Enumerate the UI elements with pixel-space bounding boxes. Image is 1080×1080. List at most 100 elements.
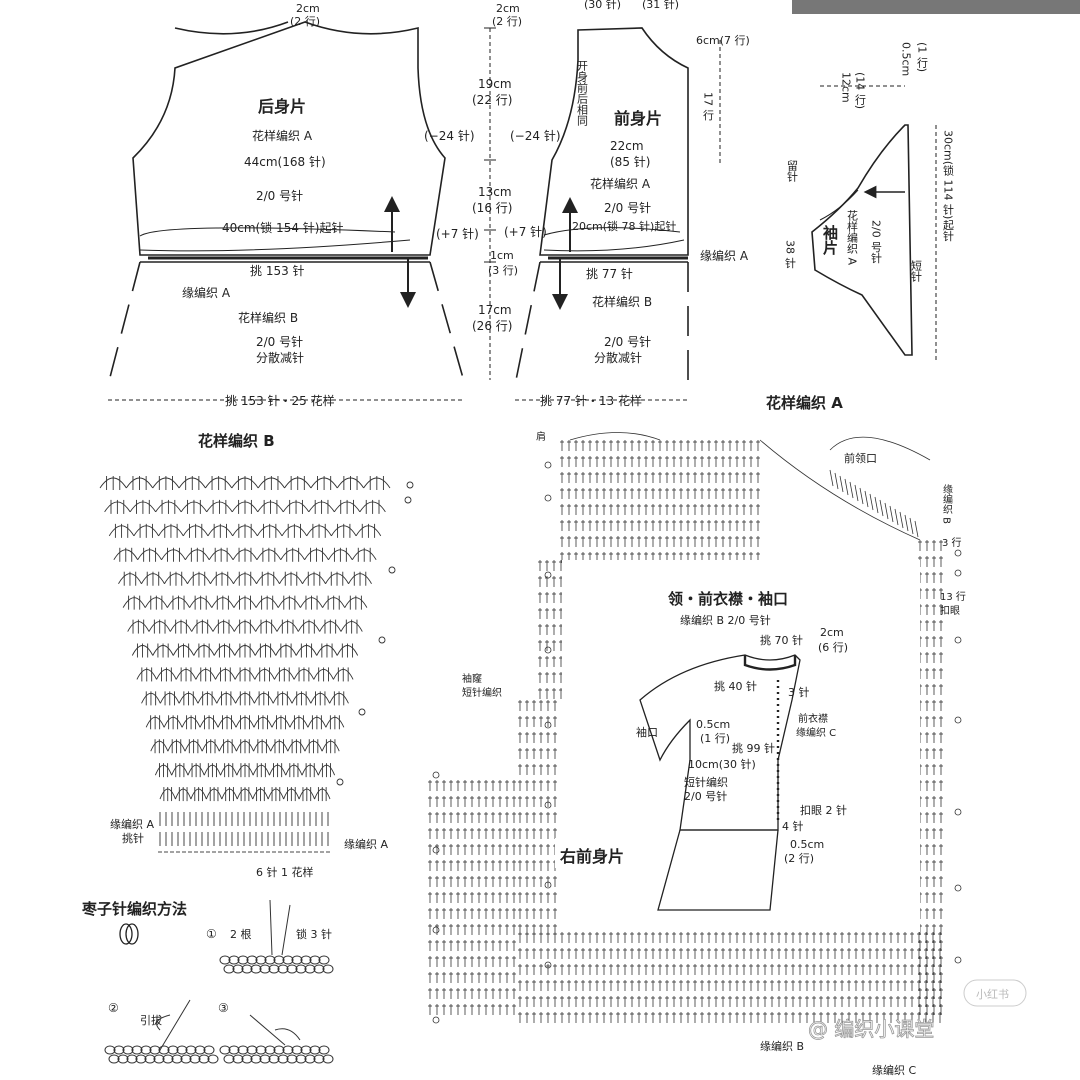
bobble-chain-loop — [113, 1045, 125, 1055]
pattern-a-neck-stitch — [859, 487, 864, 505]
bobble-chain-loop — [153, 1054, 165, 1064]
bobble-chain-loop — [198, 1054, 210, 1064]
inset-st4: 4 针 — [782, 819, 804, 833]
dimension-column — [484, 27, 496, 380]
chart-a-armhole: 袖窿 — [462, 672, 482, 685]
back-inc: (+7 针) — [436, 226, 479, 241]
pattern-a-neck-stitch — [909, 517, 914, 535]
bobble-chain-loop — [176, 1045, 188, 1055]
bobble-chain-loop — [309, 955, 321, 965]
bobble-step3: ③ — [218, 1001, 229, 1015]
sleeve-title: 袖片 — [821, 224, 839, 256]
bobble-chain-loop — [291, 1045, 303, 1055]
bobble-chain-loop — [237, 1045, 249, 1055]
bobble-chain-loop — [322, 964, 334, 974]
bobble-chain-loop — [286, 1054, 298, 1064]
inset-sub: 缘编织 B 2/0 号针 — [680, 613, 771, 627]
sleeve-needle: 2/0 号针 — [870, 220, 883, 264]
pattern-a-row-marker — [954, 569, 962, 577]
bobble-symbol — [119, 923, 139, 945]
pattern-a-row-marker — [954, 884, 962, 892]
bobble-chain-loop — [295, 964, 307, 974]
bobble-chain-loop — [313, 964, 325, 974]
inset-h05: 0.5cm — [696, 718, 730, 731]
bobble-chain-loop — [237, 955, 249, 965]
pattern-a-row-marker — [544, 646, 552, 654]
bobble-chain-loop — [104, 1045, 116, 1055]
bobble-chain-loop — [255, 955, 267, 965]
inset-short: 短针编织 — [684, 775, 728, 789]
sleeve-pattern: 花样编织 A — [846, 210, 859, 266]
bobble-chain-loop — [207, 1054, 219, 1064]
bobble-step2: ② — [108, 1001, 119, 1015]
pattern-a-row-marker — [432, 846, 440, 854]
bobble-chain-loop — [273, 1045, 285, 1055]
pattern-a-neckline — [759, 439, 921, 541]
bobble-chain-loop — [241, 1054, 253, 1064]
back-pattern-b: 花样编织 B — [238, 310, 298, 325]
bobble-chain-loop — [322, 1054, 334, 1064]
inset-b05: 0.5cm — [790, 838, 824, 851]
inset-c2r: (6 行) — [818, 641, 848, 654]
dim-band-cm: 1cm — [490, 249, 514, 262]
back-width: 44cm(168 针) — [244, 154, 326, 169]
bobble-chain-loop — [304, 964, 316, 974]
bobble-chain-loop — [126, 1054, 138, 1064]
dim-top-cm: 2cm — [496, 2, 520, 15]
back-edge: 缘编织 A — [182, 285, 231, 300]
inset-placket2: 缘编织 C — [796, 726, 836, 739]
sleeve-leave: 留针 — [786, 160, 799, 183]
pattern-a-row-marker — [954, 808, 962, 816]
sleeve-schematic — [811, 124, 913, 356]
shoulder-label-bg — [532, 428, 552, 442]
pattern-a-neck-arc — [829, 436, 931, 461]
pattern-b-row-marker — [406, 481, 414, 489]
inset-c10: 10cm(30 针) — [688, 757, 756, 771]
back-neck-width: 2cm — [296, 2, 320, 15]
bobble-chain-loop — [264, 955, 276, 965]
chart-a-shoulder: 肩 — [536, 430, 546, 443]
photo-fragment — [792, 0, 1080, 14]
inset-cuff: 袖口 — [636, 725, 658, 739]
bobble-chain-loop — [135, 1054, 147, 1064]
bobble-chain-loop — [259, 1054, 271, 1064]
front-bottom: 挑 77 针・13 花样 — [540, 393, 642, 408]
bobble-chain-loop — [268, 964, 280, 974]
inset-h05r: (1 行) — [700, 732, 730, 745]
pattern-a-chart — [428, 432, 962, 1024]
pattern-b-row-marker — [404, 496, 412, 504]
front-dec: (−24 针) — [510, 128, 561, 143]
bobble-chain-loop — [194, 1045, 206, 1055]
pattern-a-row-marker — [954, 549, 962, 557]
back-pattern: 花样编织 A — [252, 128, 313, 143]
chart-a-short: 短针编织 — [462, 686, 502, 699]
inset-title: 领・前衣襟・袖口 — [667, 590, 788, 608]
pattern-a-row-marker — [954, 956, 962, 964]
bobble-chain-loop — [300, 955, 312, 965]
dim-top-rows: (2 行) — [492, 15, 522, 28]
sleeve-w12r: (14 行) — [854, 72, 867, 109]
back-start: 40cm(锁 154 针)起针 — [222, 220, 343, 235]
back-arm-dec: (−24 针) — [424, 128, 475, 143]
bobble-chain-loop — [228, 1045, 240, 1055]
inset-needle: 2/0 号针 — [684, 789, 727, 803]
chart-a-edge-b2: 缘编织 B — [760, 1039, 804, 1053]
bobble-chain-loop — [203, 1045, 215, 1055]
front-needle: 2/0 号针 — [604, 200, 651, 215]
bobble-chain-loop — [144, 1054, 156, 1064]
dim-arm-cm: 19cm — [478, 77, 512, 91]
pattern-a-neck-stitch — [894, 508, 899, 526]
bobble-chain-loop — [313, 1054, 325, 1064]
back-needle2: 2/0 号针 — [256, 334, 303, 349]
bobble-chain-loop — [189, 1054, 201, 1064]
front-start: 20cm(锁 78 针)起针 — [572, 219, 676, 233]
bobble-chain-loop — [318, 1045, 330, 1055]
pattern-a-row-marker — [432, 926, 440, 934]
bobble-chain-loop — [250, 1054, 262, 1064]
bobble-chain-loop — [277, 964, 289, 974]
bobble-title: 枣子针编织方法 — [81, 900, 187, 918]
bobble-chain-loop — [228, 955, 240, 965]
front-pick: 挑 77 针 — [586, 266, 633, 281]
bobble-chain-loop — [117, 1054, 129, 1064]
pattern-a-neck-stitch — [864, 490, 869, 508]
